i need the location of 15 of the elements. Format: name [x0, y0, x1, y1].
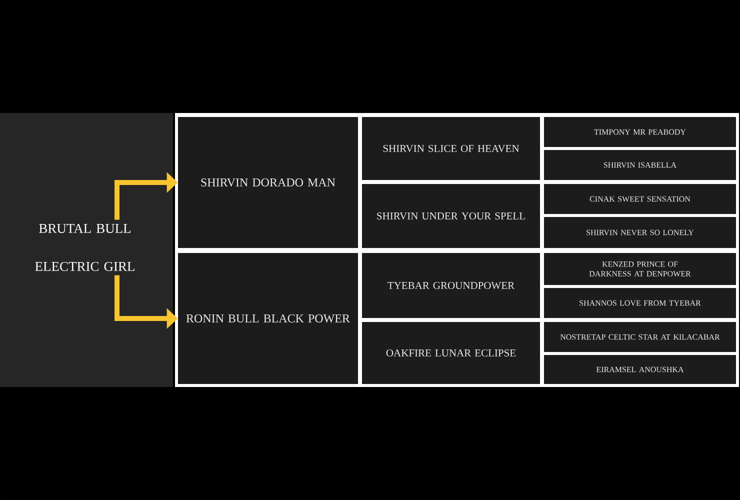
pedigree-box: SHIRVIN SLICE OF HEAVEN	[362, 117, 540, 180]
pedigree-box: CINAK SWEET SENSATION	[544, 184, 736, 214]
pedigree-box: TIMPONY MR PEABODY	[544, 117, 736, 147]
pedigree-box: RONIN BULL BLACK POWER	[178, 253, 358, 384]
pedigree-box: KENZED PRINCE OF DARKNESS AT DENPOWER	[544, 253, 736, 285]
pedigree-box: TYEBAR GROUNDPOWER	[362, 253, 540, 318]
pedigree-box: SHIRVIN NEVER SO LONELY	[544, 217, 736, 248]
pedigree-box: SHIRVIN DORADO MAN	[178, 117, 358, 248]
pedigree-box: OAKFIRE LUNAR ECLIPSE	[362, 322, 540, 384]
pedigree-box: SHANNOS LOVE FROM TYEBAR	[544, 288, 736, 318]
pedigree-box: EIRAMSEL ANOUSHKA	[544, 355, 736, 384]
dog-name: BRUTAL BULL ELECTRIC GIRL	[35, 224, 134, 271]
pedigree-box: SHIRVIN ISABELLA	[544, 150, 736, 180]
pedigree-box: NOSTRETAP CELTIC STAR AT KILACABAR	[544, 322, 736, 352]
pedigree-box: SHIRVIN UNDER YOUR SPELL	[362, 184, 540, 248]
